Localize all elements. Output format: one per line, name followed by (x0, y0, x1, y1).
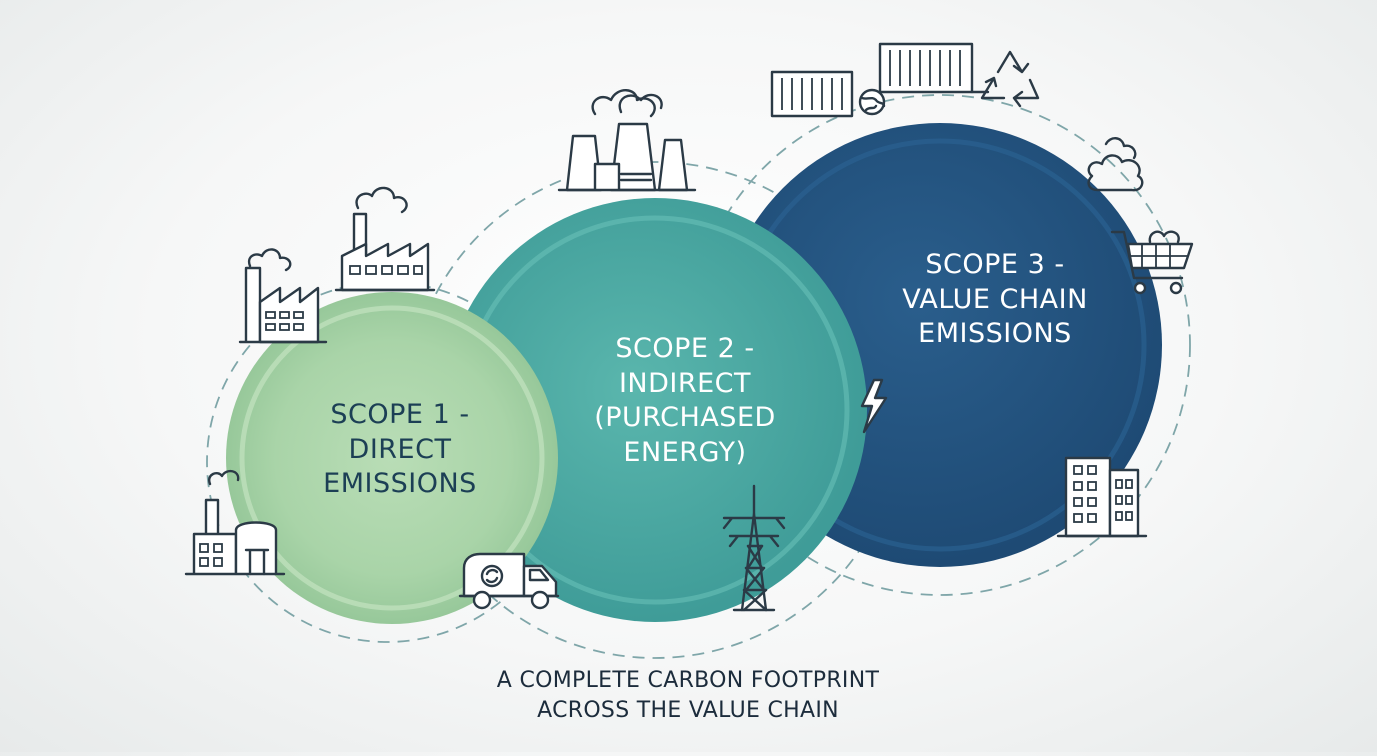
shopping-cart-icon (1110, 230, 1194, 295)
power-plant-icon (557, 89, 697, 192)
scope2-circle (443, 198, 867, 622)
smoke-cloud-icon (1087, 137, 1144, 192)
scope3-label: SCOPE 3 - VALUE CHAIN EMISSIONS (880, 248, 1110, 352)
scope3-label-line: VALUE CHAIN (902, 283, 1088, 315)
scope1-label: SCOPE 1 - DIRECT EMISSIONS (290, 398, 510, 502)
globe-icon (858, 88, 886, 116)
scope1-circle (226, 292, 558, 624)
scope1-label-line: DIRECT (348, 433, 452, 465)
scope2-label-line: (PURCHASED (594, 402, 776, 434)
recycle-icon (980, 50, 1040, 108)
shipping-container-icon (878, 42, 990, 94)
scope2-label: SCOPE 2 - INDIRECT (PURCHASED ENERGY) (560, 332, 810, 470)
shipping-container-icon (770, 70, 854, 118)
office-building-icon (1056, 456, 1148, 538)
diagram-caption: A COMPLETE CARBON FOOTPRINT ACROSS THE V… (388, 666, 988, 725)
scope3-label-line: EMISSIONS (918, 318, 1072, 350)
scope2-label-line: SCOPE 2 - (615, 333, 755, 364)
scope1-label-line: EMISSIONS (323, 468, 477, 500)
small-factory-icon (184, 469, 286, 576)
factory-icon (238, 248, 328, 344)
scope2-label-line: ENERGY) (623, 436, 747, 468)
power-tower-icon (722, 484, 786, 612)
scope2-label-line: INDIRECT (618, 367, 752, 399)
caption-line: ACROSS THE VALUE CHAIN (537, 697, 839, 723)
scope3-label-line: SCOPE 3 - (925, 249, 1065, 280)
lightning-icon (860, 378, 888, 434)
factory-smoke-icon (334, 186, 436, 292)
caption-line: A COMPLETE CARBON FOOTPRINT (496, 668, 880, 693)
scope1-label-line: SCOPE 1 - (330, 399, 470, 430)
scope1-inner-ring (239, 305, 545, 611)
garbage-truck-icon (458, 552, 560, 610)
